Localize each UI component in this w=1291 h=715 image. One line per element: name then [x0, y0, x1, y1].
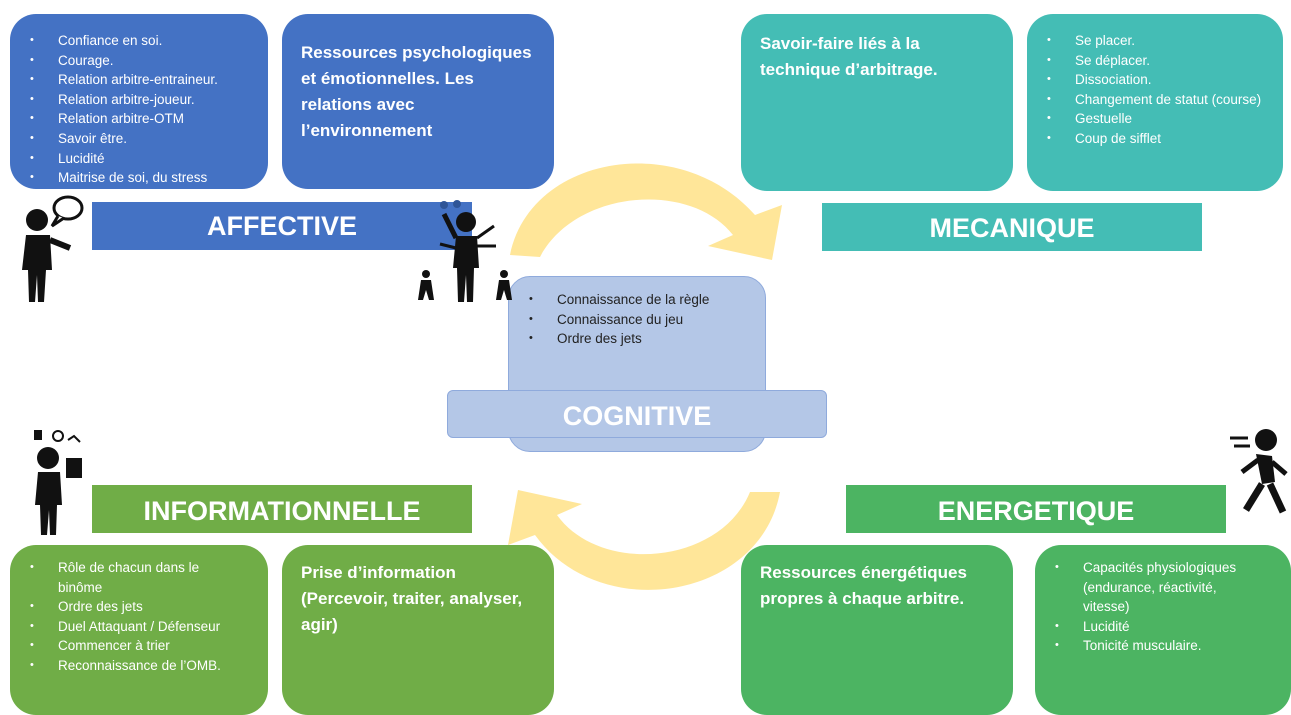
mecanique-list-box: Se placer. Se déplacer. Dissociation. Ch… [1027, 14, 1283, 191]
affective-banner: AFFECTIVE [92, 202, 472, 250]
list-item: Commencer à trier [30, 636, 238, 656]
list-item: Courage. [30, 51, 268, 71]
cognitive-title: COGNITIVE [562, 401, 712, 431]
list-item: Maitrise de soi, du stress [30, 168, 268, 188]
mecanique-description: Savoir-faire liés à la technique d’arbit… [760, 34, 938, 79]
informationnelle-list-box: Rôle de chacun dans le binôme Ordre des … [10, 545, 268, 715]
list-item: Se placer. [1047, 31, 1283, 51]
top-cycle-arrow [510, 163, 782, 260]
informationnelle-description-box: Prise d’information (Percevoir, traiter,… [282, 545, 554, 715]
list-item: Coup de sifflet [1047, 129, 1283, 149]
list-item: Connaissance de la règle [529, 290, 765, 310]
mecanique-banner: MECANIQUE [822, 203, 1202, 251]
list-item: Changement de statut (course) [1047, 90, 1283, 110]
cognitive-list: Connaissance de la règle Connaissance du… [509, 290, 765, 349]
list-item: Ordre des jets [30, 597, 238, 617]
affective-description-box: Ressources psychologiques et émotionnell… [282, 14, 554, 189]
informationnelle-banner: INFORMATIONNELLE [92, 485, 472, 533]
list-item: Relation arbitre-entraineur. [30, 70, 268, 90]
bottom-cycle-arrow [508, 490, 780, 590]
energetique-description: Ressources énergétiques propres à chaque… [760, 563, 967, 608]
list-item: Savoir être. [30, 129, 268, 149]
list-item: Lucidité [1055, 617, 1263, 637]
list-item: Duel Attaquant / Défenseur [30, 617, 238, 637]
juggling-person-icon [418, 200, 512, 302]
list-item: Dissociation. [1047, 70, 1283, 90]
affective-description: Ressources psychologiques et émotionnell… [301, 43, 532, 140]
list-item: Relation arbitre-OTM [30, 109, 268, 129]
energetique-title: ENERGETIQUE [937, 496, 1135, 526]
list-item: Relation arbitre-joueur. [30, 90, 268, 110]
energetique-description-box: Ressources énergétiques propres à chaque… [741, 545, 1013, 715]
list-item: Capacités physiologiques (endurance, réa… [1055, 558, 1263, 617]
informationnelle-list: Rôle de chacun dans le binôme Ordre des … [10, 558, 268, 676]
running-person-icon [1230, 429, 1288, 514]
affective-list: Confiance en soi. Courage. Relation arbi… [10, 31, 268, 188]
informationnelle-title: INFORMATIONNELLE [143, 496, 421, 526]
list-item: Reconnaissance de l’OMB. [30, 656, 238, 676]
mecanique-description-box: Savoir-faire liés à la technique d’arbit… [741, 14, 1013, 191]
list-item: Confiance en soi. [30, 31, 268, 51]
list-item: Rôle de chacun dans le binôme [30, 558, 238, 597]
thinking-person-icon [34, 430, 82, 535]
speaking-person-icon [22, 195, 84, 302]
affective-title: AFFECTIVE [206, 211, 357, 241]
list-item: Ordre des jets [529, 329, 765, 349]
list-item: Connaissance du jeu [529, 310, 765, 330]
energetique-list-box: Capacités physiologiques (endurance, réa… [1035, 545, 1291, 715]
cognitive-banner: COGNITIVE [447, 390, 827, 438]
energetique-list: Capacités physiologiques (endurance, réa… [1035, 558, 1291, 656]
mecanique-title: MECANIQUE [929, 213, 1095, 243]
list-item: Tonicité musculaire. [1055, 636, 1263, 656]
energetique-banner: ENERGETIQUE [846, 485, 1226, 533]
affective-list-box: Confiance en soi. Courage. Relation arbi… [10, 14, 268, 189]
list-item: Gestuelle [1047, 109, 1283, 129]
informationnelle-description: Prise d’information (Percevoir, traiter,… [301, 563, 523, 634]
list-item: Se déplacer. [1047, 51, 1283, 71]
mecanique-list: Se placer. Se déplacer. Dissociation. Ch… [1027, 31, 1283, 149]
list-item: Lucidité [30, 149, 268, 169]
